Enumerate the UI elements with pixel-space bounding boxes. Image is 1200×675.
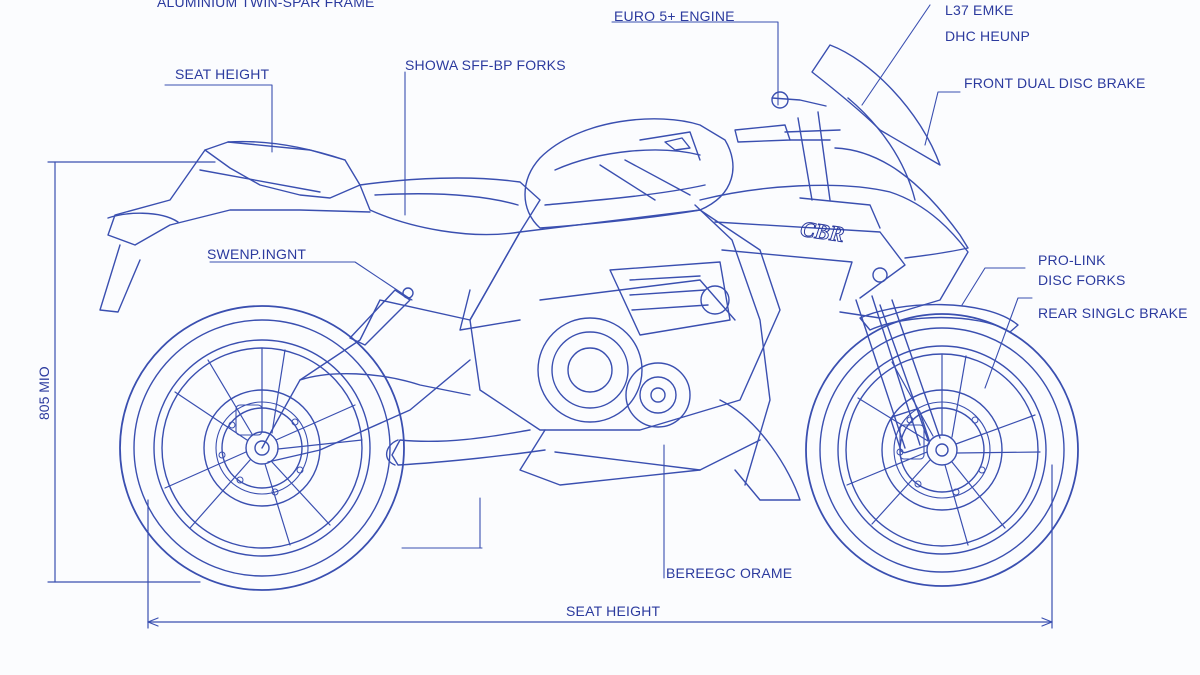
- rear-wheel: [119, 305, 405, 591]
- label-front-brake: FRONT DUAL DISC BRAKE: [964, 75, 1146, 91]
- label-engine: EURO 5+ ENGINE: [614, 8, 735, 24]
- dimension-lines: [47, 161, 1053, 629]
- exhaust: [386, 429, 701, 471]
- label-pro-link-1: PRO-LINK: [1038, 252, 1106, 268]
- brand-mark-cbr: CBR: [799, 216, 846, 247]
- label-forks: SHOWA SFF-BP FORKS: [405, 57, 566, 73]
- label-bottom-frame: BEREEGC ORAME: [666, 565, 793, 581]
- frame-and-engine: [261, 209, 781, 486]
- front-disc: [893, 401, 991, 499]
- label-top-right-1: L37 EMKE: [945, 2, 1014, 18]
- label-vertical-dimension: 805 MIO: [36, 366, 52, 420]
- label-pro-link-2: DISC FORKS: [1038, 272, 1126, 288]
- leader-lines: [164, 4, 1033, 579]
- label-top-right-2: DHC HEUNP: [945, 28, 1031, 44]
- front-fairing: [694, 44, 969, 501]
- seat-and-tail: [99, 140, 541, 313]
- label-frame: ALUMINIUM TWIN-SPAR FRAME: [157, 0, 375, 10]
- rear-disc: [215, 401, 309, 495]
- label-seat-height-top: SEAT HEIGHT: [175, 66, 270, 82]
- label-seat-height-bottom: SEAT HEIGHT: [566, 603, 661, 619]
- label-rear-brake: REAR SINGLC BRAKE: [1038, 305, 1188, 321]
- front-wheel: [805, 303, 1079, 587]
- label-swingarm: SWENP.INGNT: [207, 246, 307, 262]
